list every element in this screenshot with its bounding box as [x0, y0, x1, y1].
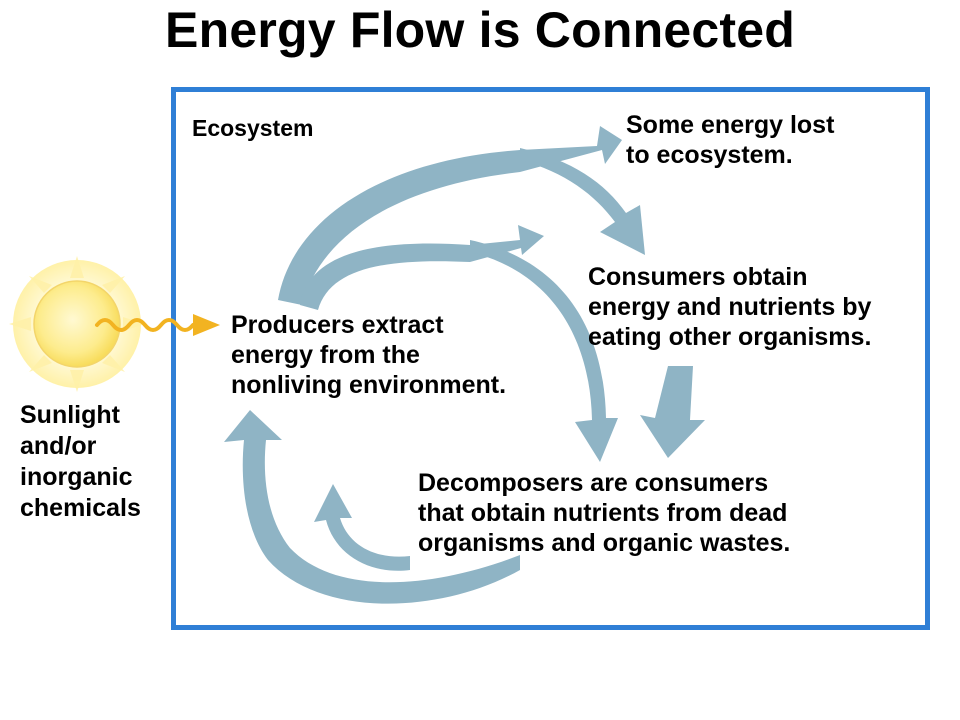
producers-label: Producers extract energy from the nonliv… — [231, 311, 507, 399]
page-title: Energy Flow is Connected — [165, 2, 795, 58]
sun-icon — [9, 256, 145, 392]
arrow-decomposers-to-producers-outer — [224, 410, 520, 604]
energy-lost-label: Some energy lost to ecosystem. — [626, 111, 835, 169]
arrow-decomposers-to-producers-inner — [314, 484, 410, 571]
consumers-label: Consumers obtain energy and nutrients by… — [588, 263, 872, 351]
arrow-producers-to-decomposers — [470, 240, 618, 462]
arrow-consumers-to-decomposers — [640, 366, 705, 458]
wavy-energy-arrow-icon — [95, 314, 220, 336]
ecosystem-label: Ecosystem — [192, 115, 314, 141]
decomposers-label: Decomposers are consumers that obtain nu… — [418, 469, 791, 557]
ecosystem-boundary — [171, 87, 930, 630]
energy-source-label: Sunlight and/or inorganic chemicals — [20, 401, 141, 522]
arrow-to-consumers — [520, 148, 645, 255]
arrow-producers-to-energy-lost — [278, 126, 622, 305]
